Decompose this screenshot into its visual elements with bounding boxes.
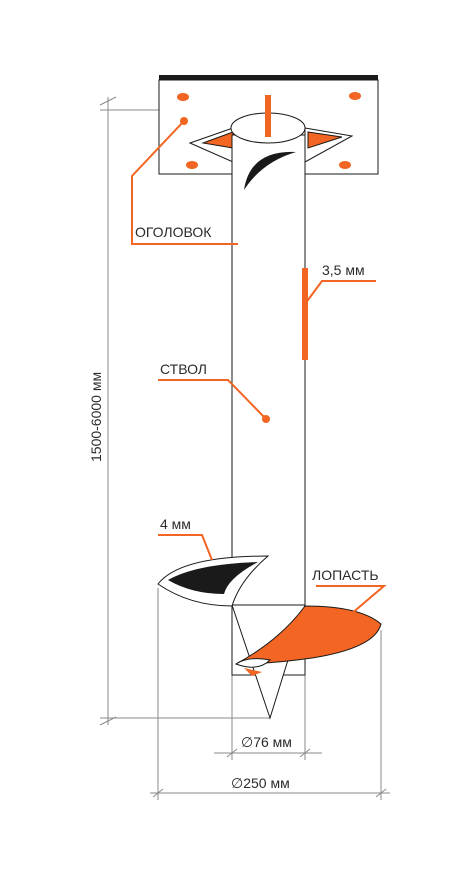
wall-thickness-marker (302, 268, 308, 360)
callout-dots (180, 117, 348, 624)
wall-thickness-label: 3,5 мм (322, 262, 365, 278)
shaft-diameter-label: ∅76 мм (241, 734, 292, 750)
length-dimension-label: 1500-6000 мм (88, 372, 104, 462)
dimension-lines (99, 96, 390, 800)
cap-label: ОГОЛОВОК (135, 224, 212, 240)
blade-label: ЛОПАСТЬ (312, 567, 379, 583)
helical-blade (157, 555, 382, 676)
shaft (230, 95, 308, 676)
callout-leaders (131, 120, 387, 621)
bolt-holes (177, 92, 361, 169)
blade-diameter-label: ∅250 мм (231, 775, 290, 791)
gussets (188, 127, 354, 163)
blade-thickness-label: 4 мм (160, 516, 191, 532)
shaft-label: СТВОЛ (160, 361, 207, 377)
